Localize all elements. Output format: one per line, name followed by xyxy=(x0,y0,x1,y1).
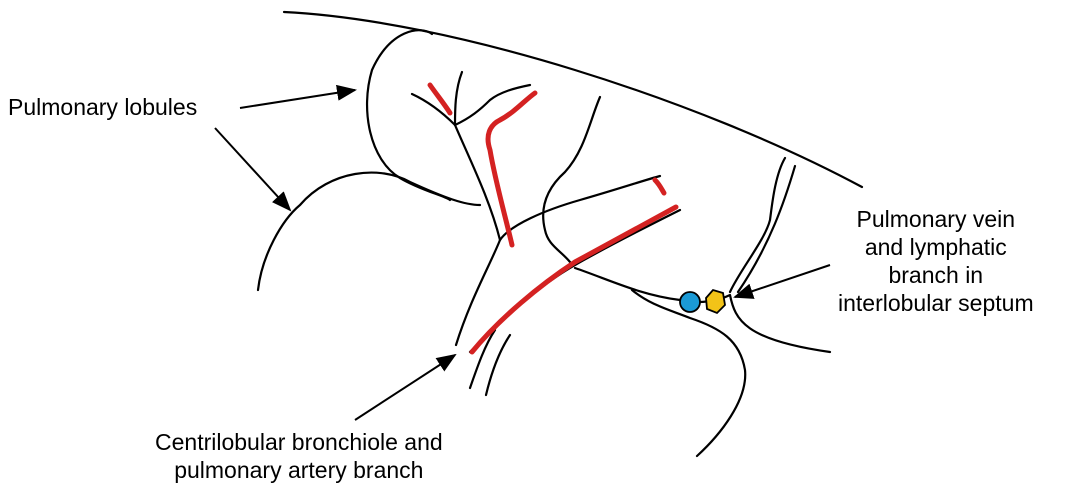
arrow-lobules-upper xyxy=(240,90,355,108)
septum-lower xyxy=(575,268,830,352)
pulmonary-vein-lymphatic-label: Pulmonary vein and lymphatic branch in i… xyxy=(838,205,1034,317)
vein-label-line: interlobular septum xyxy=(838,289,1034,317)
arrow-lobules-lower xyxy=(215,128,290,210)
lymphatic-marker xyxy=(706,290,725,313)
vein-label-line: Pulmonary vein xyxy=(838,205,1034,233)
centrilobular-bronchiole-label: Centrilobular bronchiole and pulmonary a… xyxy=(155,428,443,484)
bronchiole-wall-right xyxy=(470,210,680,352)
septum-lower-branch xyxy=(632,290,745,456)
vein-label-line: and lymphatic xyxy=(838,233,1034,261)
septum-right xyxy=(730,158,785,292)
arrow-bronchiole xyxy=(355,355,455,420)
artery-main xyxy=(472,207,676,352)
pulmonary-vein-marker xyxy=(680,292,700,312)
bronchiole-label-line: Centrilobular bronchiole and xyxy=(155,428,443,456)
arrow-vein xyxy=(735,265,830,297)
bronchiole-branch-top xyxy=(455,72,462,125)
septum-bottom-left xyxy=(470,330,510,395)
bronchiole-label-line: pulmonary artery branch xyxy=(155,456,443,484)
pulmonary-lobules-label: Pulmonary lobules xyxy=(8,93,197,121)
lower-left-lobule-outline xyxy=(258,173,480,290)
left-lobule-outline xyxy=(367,30,450,200)
lobules-text: Pulmonary lobules xyxy=(8,93,197,121)
artery-upper-left xyxy=(430,85,450,113)
vein-label-line: branch in xyxy=(838,261,1034,289)
septum-upper-middle xyxy=(543,97,600,262)
artery-tip-right xyxy=(655,180,664,193)
